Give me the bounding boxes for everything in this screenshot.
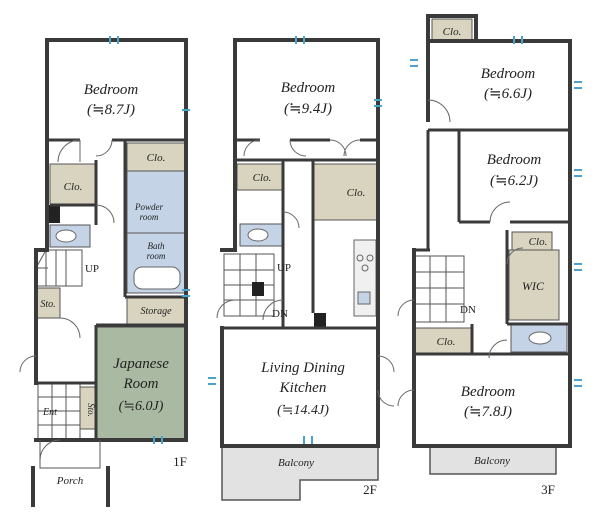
entrance-tile bbox=[37, 382, 81, 441]
floor-3f: Clo. Bedroom (≒6.6J) Bedroom (≒6.2J) Clo… bbox=[397, 14, 582, 497]
bedroom-2f-name: Bedroom bbox=[281, 80, 336, 96]
balcony-2f-label: Balcony bbox=[278, 457, 314, 469]
bedroom-3f-b-size: (≒6.2J) bbox=[490, 173, 538, 189]
floor-2f: Bedroom (≒9.4J) Clo. Clo. UP DN Living D… bbox=[208, 36, 395, 501]
column-1f bbox=[48, 205, 60, 223]
powder-room bbox=[126, 170, 186, 234]
closet-1f-right bbox=[126, 142, 186, 172]
closet-3f-top-label: Clo. bbox=[443, 26, 462, 38]
entrance-label: Ent bbox=[42, 407, 57, 418]
toilet-3f bbox=[528, 331, 552, 345]
floor-label-2f: 2F bbox=[363, 482, 377, 497]
closet-3f-mid-label: Clo. bbox=[529, 236, 548, 248]
bedroom-1f-size: (≒8.7J) bbox=[87, 102, 135, 118]
closet-1f-left bbox=[49, 163, 97, 205]
powder-room-line2: room bbox=[140, 212, 159, 222]
bedroom-1f-name: Bedroom bbox=[84, 82, 139, 98]
closet-1f-right-label: Clo. bbox=[147, 152, 166, 164]
floor-label-1f: 1F bbox=[173, 454, 187, 469]
ldk-size: (≒14.4J) bbox=[277, 403, 329, 418]
dn-3f: DN bbox=[460, 304, 476, 316]
japanese-room-line2: Room bbox=[123, 376, 159, 392]
powder-room-line1: Powder bbox=[134, 202, 163, 212]
closet-1f-left-label: Clo. bbox=[64, 181, 83, 193]
balcony-2f bbox=[221, 445, 379, 501]
storage-entry-label: Sto. bbox=[86, 403, 96, 417]
bath-room-line2: room bbox=[147, 251, 166, 261]
balcony-3f-label: Balcony bbox=[474, 455, 510, 467]
toilet-2f bbox=[247, 228, 269, 242]
bedroom-2f-size: (≒9.4J) bbox=[284, 101, 332, 117]
bath-room-line1: Bath bbox=[148, 241, 165, 251]
stairs-3f bbox=[413, 255, 465, 323]
japanese-room-line1: Japanese bbox=[113, 356, 169, 372]
closet-2f-left bbox=[236, 163, 284, 191]
up-2f: UP bbox=[277, 262, 291, 274]
closet-3f-low-label: Clo. bbox=[437, 336, 456, 348]
floor-1f: Bedroom (≒8.7J) Clo. Clo. Powder room Ba… bbox=[19, 36, 190, 507]
dn-2f: DN bbox=[272, 308, 288, 320]
up-1f: UP bbox=[85, 263, 99, 275]
japanese-room bbox=[96, 326, 186, 441]
stairs-2f bbox=[223, 253, 275, 317]
bedroom-3f-c-size: (≒7.8J) bbox=[464, 404, 512, 420]
ldk-line2: Kitchen bbox=[279, 380, 327, 396]
bedroom-3f-c-name: Bedroom bbox=[461, 384, 516, 400]
wic-label: WIC bbox=[522, 279, 545, 293]
column-2f bbox=[314, 313, 326, 327]
bedroom-3f-a-name: Bedroom bbox=[481, 66, 536, 82]
toilet-1f bbox=[55, 229, 77, 243]
bedroom-3f-a-size: (≒6.6J) bbox=[484, 86, 532, 102]
floor-label-3f: 3F bbox=[541, 482, 555, 497]
closet-2f-left-label: Clo. bbox=[253, 172, 272, 184]
ldk-line1: Living Dining bbox=[260, 360, 345, 376]
balcony-3f bbox=[429, 445, 557, 475]
closet-2f-right-label: Clo. bbox=[347, 187, 366, 199]
bedroom-3f-b-name: Bedroom bbox=[487, 152, 542, 168]
storage-1f-label: Storage bbox=[140, 306, 172, 317]
bathtub bbox=[133, 266, 181, 290]
kitchen-counter bbox=[353, 239, 377, 317]
stairs-1f bbox=[35, 249, 83, 287]
walk-in-closet bbox=[508, 249, 560, 321]
japanese-room-size: (≒6.0J) bbox=[119, 399, 164, 414]
porch-label: Porch bbox=[56, 475, 84, 487]
closet-2f-right bbox=[312, 163, 378, 221]
storage-small-label: Sto. bbox=[40, 299, 55, 310]
